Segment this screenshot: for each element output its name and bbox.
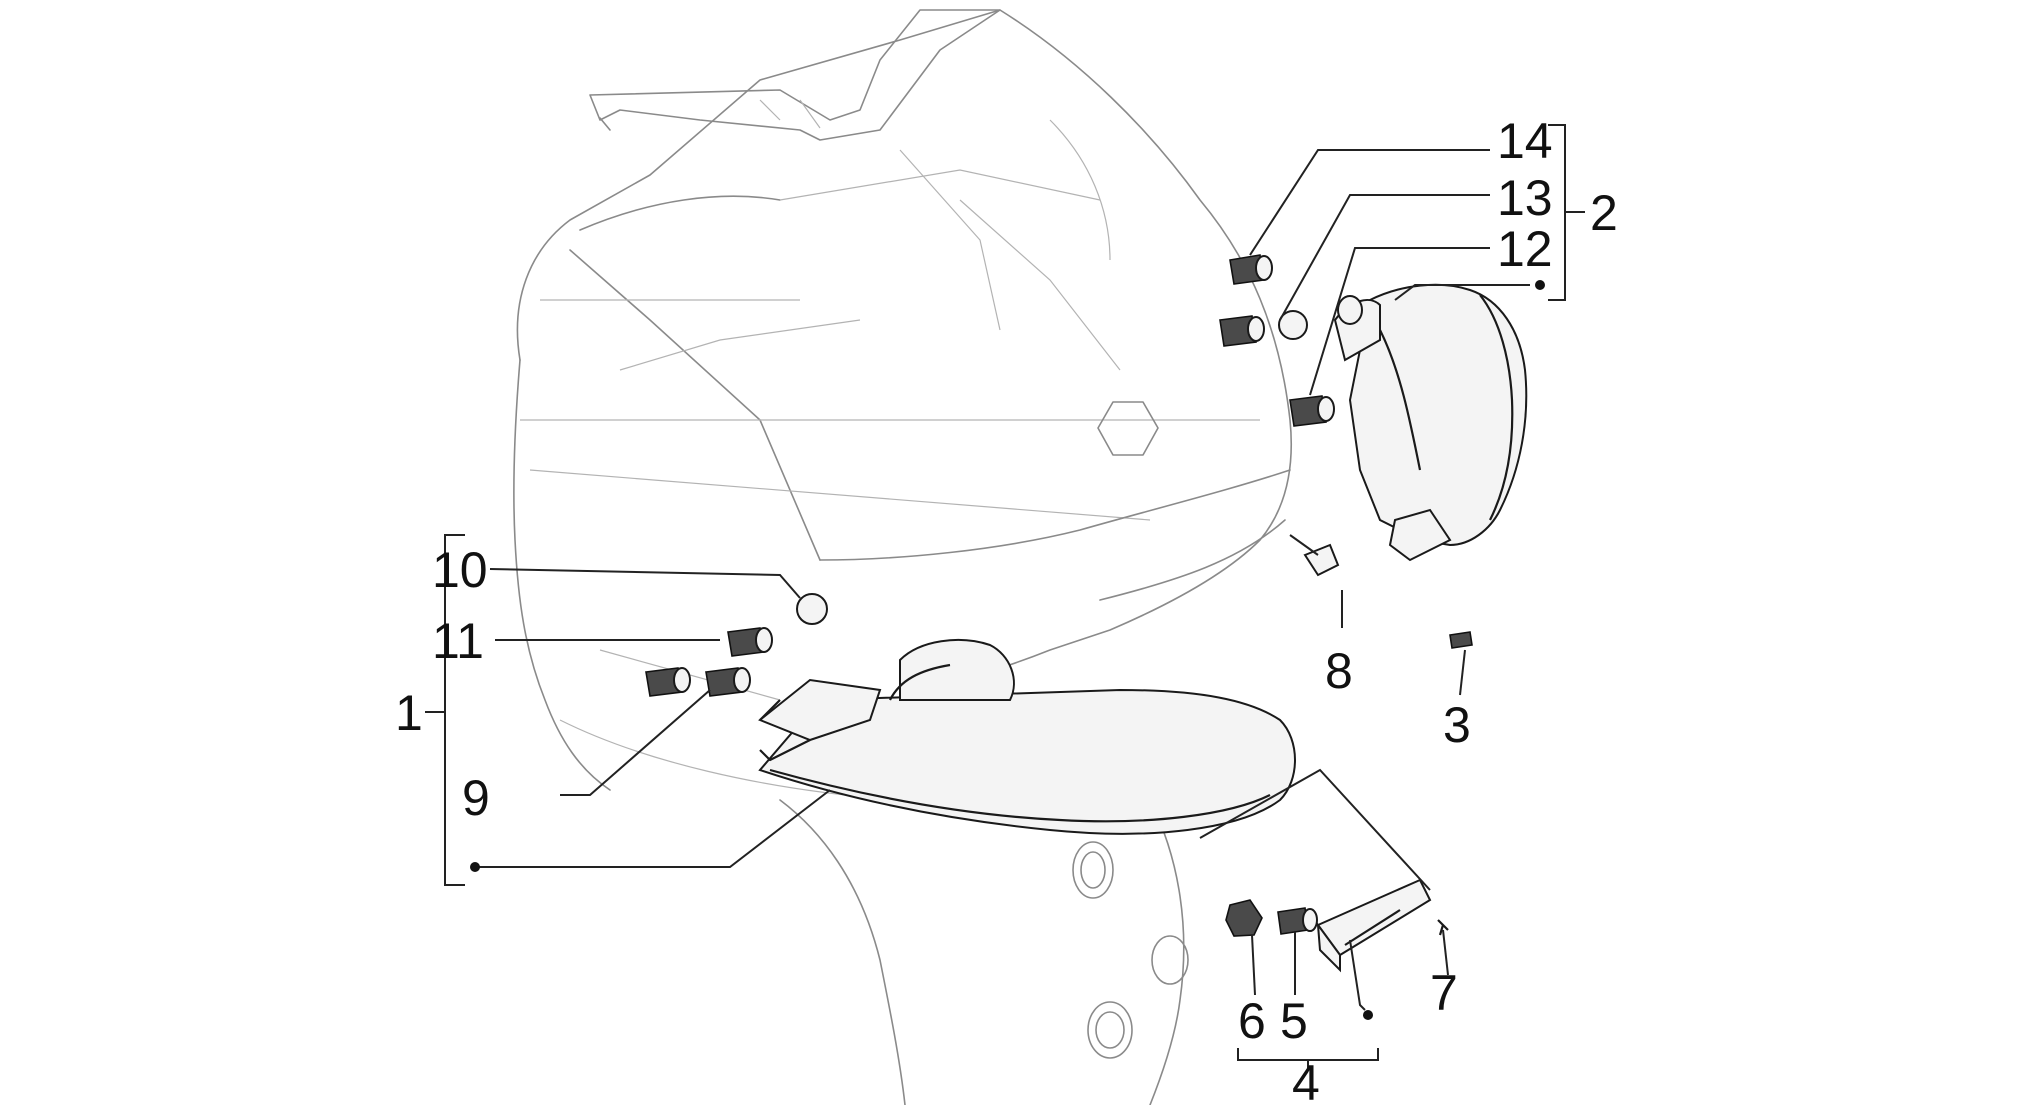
leader-lines [425, 124, 1585, 1070]
part-labels: 14 13 12 2 8 3 10 11 1 9 6 5 7 4 [395, 113, 1618, 1105]
bulb-10-icon [796, 593, 828, 625]
label-5: 5 [1280, 993, 1308, 1049]
bulb-13-icon [1278, 310, 1308, 340]
label-13: 13 [1497, 170, 1553, 226]
label-7: 7 [1430, 965, 1458, 1021]
leader-dots [470, 280, 1545, 1020]
label-12: 12 [1497, 221, 1553, 277]
label-10: 10 [432, 542, 488, 598]
scooter-rear-body [513, 9, 1293, 1105]
label-1: 1 [395, 685, 423, 741]
label-4: 4 [1292, 1055, 1320, 1105]
label-8: 8 [1325, 643, 1353, 699]
small-parts [645, 254, 1473, 937]
label-14: 14 [1497, 113, 1553, 169]
label-2: 2 [1590, 185, 1618, 241]
licence-plate-light [1316, 878, 1432, 973]
label-3: 3 [1443, 697, 1471, 753]
hexagon-emblem [1097, 401, 1159, 456]
label-6: 6 [1238, 993, 1266, 1049]
label-11: 11 [432, 613, 484, 669]
right-taillight-assembly [1333, 283, 1528, 562]
screw-7-icon [1437, 919, 1449, 936]
screw-3-icon [1449, 631, 1473, 649]
holder-6-icon [1225, 899, 1263, 937]
left-indicator-assembly [758, 639, 1296, 835]
label-9: 9 [462, 770, 490, 826]
